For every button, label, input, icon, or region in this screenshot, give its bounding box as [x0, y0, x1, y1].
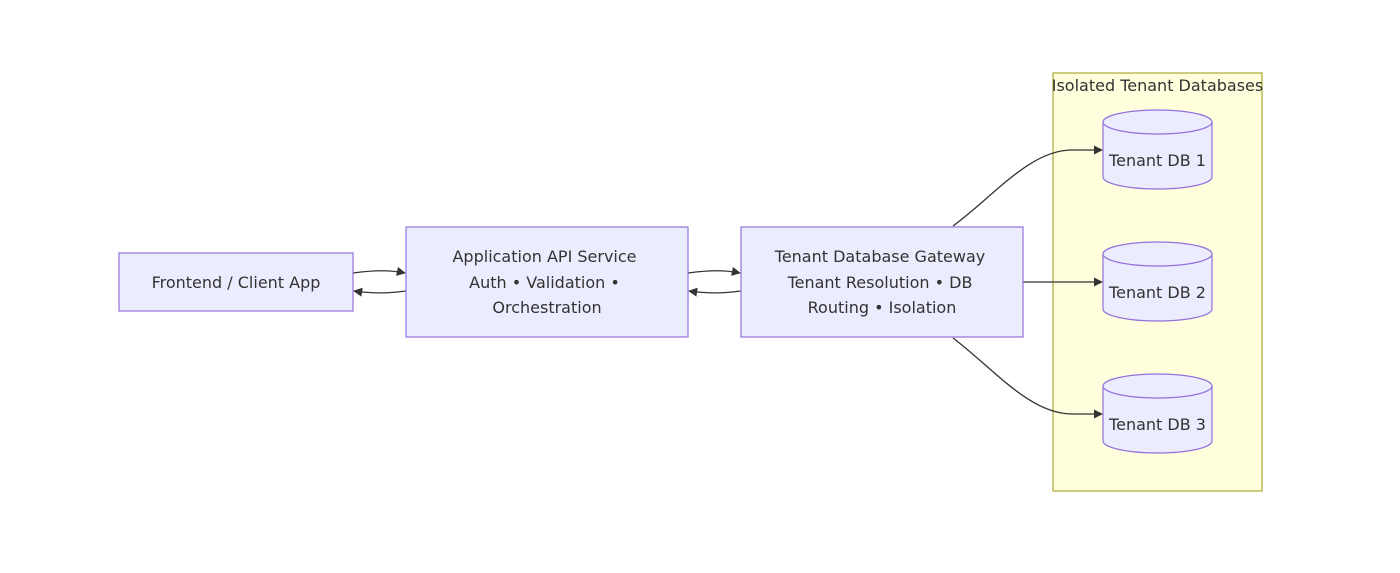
- database-icon: [1102, 241, 1213, 322]
- cluster-title: Isolated Tenant Databases: [1052, 76, 1263, 95]
- database-top-icon: [1102, 253, 1213, 267]
- api-service-box: [405, 226, 689, 338]
- tenant-db-3-node: Tenant DB 3: [1102, 373, 1213, 454]
- tenant-db-3-label: Tenant DB 3: [1108, 415, 1206, 434]
- api-service-line-3: Orchestration: [492, 298, 601, 317]
- database-icon: [1102, 373, 1213, 454]
- tenant-db-2-label: Tenant DB 2: [1108, 283, 1206, 302]
- edge-frontend-to-api: [352, 266, 406, 276]
- api-service-node: Application API Service Auth • Validatio…: [405, 226, 689, 338]
- frontend-node: Frontend / Client App: [118, 252, 354, 312]
- edge-gateway-to-api: [688, 287, 742, 297]
- api-service-title: Application API Service: [452, 247, 636, 266]
- edge-api-to-gateway: [687, 266, 741, 276]
- database-top-icon: [1102, 121, 1213, 135]
- database-icon: [1102, 109, 1213, 190]
- gateway-box: [740, 226, 1024, 338]
- edges: [352, 145, 1103, 419]
- frontend-box: [118, 252, 354, 312]
- frontend-label: Frontend / Client App: [152, 273, 321, 292]
- gateway-node: Tenant Database Gateway Tenant Resolutio…: [740, 226, 1024, 338]
- gateway-title: Tenant Database Gateway: [774, 247, 985, 266]
- tenant-db-2-node: Tenant DB 2: [1102, 241, 1213, 322]
- gateway-line-3: Routing • Isolation: [808, 298, 957, 317]
- edge-gateway-to-db1: [952, 145, 1103, 227]
- tenant-db-1-node: Tenant DB 1: [1102, 109, 1213, 190]
- tenant-db-1-label: Tenant DB 1: [1108, 151, 1206, 170]
- edge-api-to-frontend: [353, 287, 407, 297]
- edge-gateway-to-db3: [952, 337, 1103, 419]
- api-service-line-2: Auth • Validation •: [469, 273, 620, 292]
- gateway-line-2: Tenant Resolution • DB: [787, 273, 973, 292]
- database-top-icon: [1102, 385, 1213, 399]
